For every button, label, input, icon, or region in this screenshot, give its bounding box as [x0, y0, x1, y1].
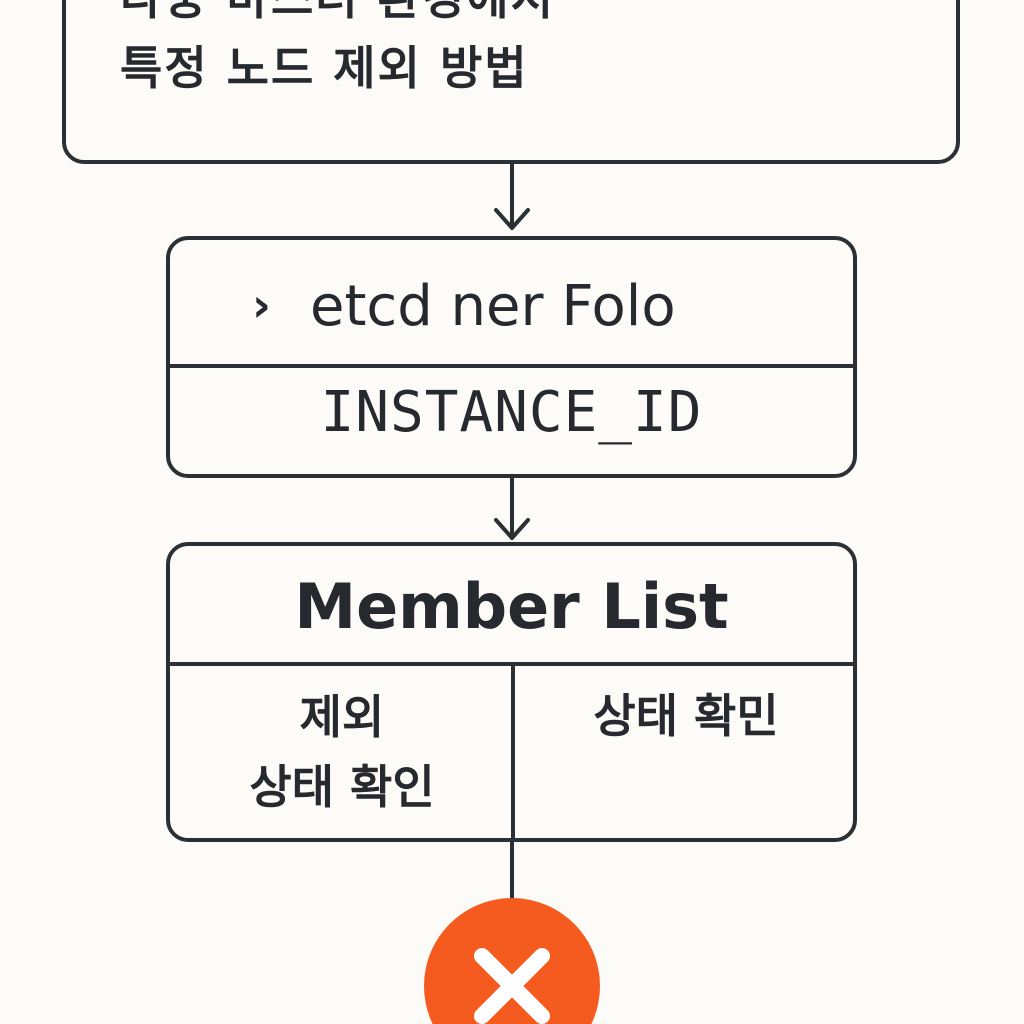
member-cell-left-line-2: 상태 확인	[249, 760, 435, 814]
member-list-divider	[511, 662, 515, 842]
member-cell-right: 상태 확민	[518, 688, 854, 744]
member-list-header: Member List	[170, 546, 853, 666]
member-list-box: Member List 제외 상태 확인 상태 확민	[166, 542, 857, 842]
member-cell-left-line-1: 제외	[299, 690, 385, 744]
etcd-command-box: › etcd ner Folo INSTANCE_ID	[166, 236, 857, 478]
title-box: 다중 마스터 환경에서 특정 노드 제외 방법	[62, 0, 960, 164]
close-icon-glyph	[474, 948, 550, 1024]
chevron-right-icon: ›	[252, 278, 271, 332]
member-list-title: Member List	[294, 570, 729, 643]
close-icon	[424, 898, 600, 1024]
arrowhead-etcd	[494, 208, 530, 230]
arrowhead-member	[494, 518, 530, 540]
etcd-command-text: etcd ner Folo	[310, 274, 676, 339]
member-cell-left: 제외 상태 확인	[174, 682, 510, 822]
title-line-2: 특정 노드 제외 방법	[120, 41, 529, 95]
etcd-command-header: › etcd ner Folo	[170, 240, 853, 368]
member-cell-right-text: 상태 확민	[593, 689, 779, 743]
title-line-1: 다중 마스터 환경에서	[120, 0, 555, 28]
etcd-argument: INSTANCE_ID	[320, 380, 703, 445]
